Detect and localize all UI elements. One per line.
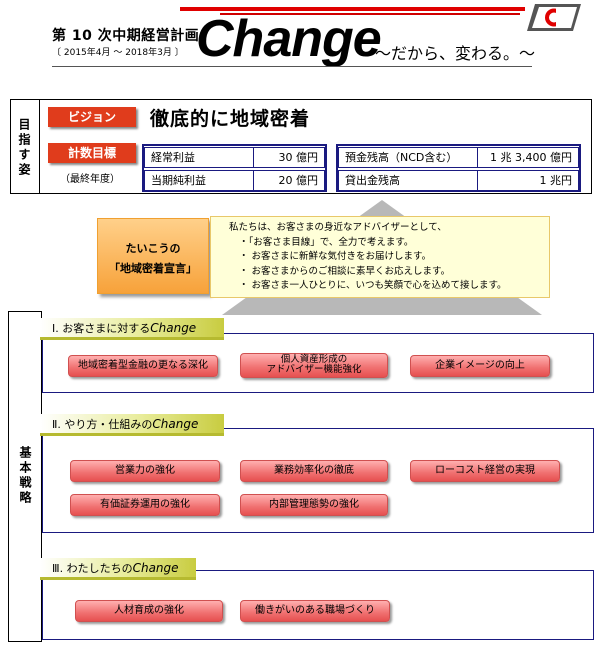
target-label: 当期純利益 bbox=[145, 171, 254, 190]
target-label: 預金残高（NCD含む） bbox=[339, 148, 478, 167]
strategy-item: 内部管理態勢の強化 bbox=[240, 494, 388, 516]
declaration-tag-line: たいこうの bbox=[125, 242, 181, 255]
strategy-item: 個人資産形成の アドバイザー機能強化 bbox=[240, 353, 388, 378]
target-value: 20 億円 bbox=[278, 174, 319, 187]
declaration-item: ・ お客さま一人ひとりに、いつも笑顔で心を込めて接します。 bbox=[239, 280, 507, 291]
plan-period: 〔 2015年4月 ～ 2018年3月 〕 bbox=[52, 48, 184, 58]
target-label: 経常利益 bbox=[145, 148, 254, 167]
vision-text: 徹底的に地域密着 bbox=[150, 108, 311, 130]
strategy-label-column bbox=[8, 311, 42, 642]
declaration-box: 私たちは、お客さまの身近なアドバイザーとして、 ・「お客さま目線」で、全力で考え… bbox=[210, 216, 550, 298]
strategy-item: 業務効率化の徹底 bbox=[240, 460, 388, 482]
target-value: 1 兆円 bbox=[539, 174, 573, 187]
change-logotype: Change bbox=[196, 10, 382, 68]
bank-logo-icon bbox=[527, 4, 581, 31]
target-row: 預金残高（NCD含む） 1 兆 3,400 億円 bbox=[338, 147, 579, 168]
declaration-item: ・ お客さまに新鮮な気付きをお届けします。 bbox=[239, 251, 432, 262]
goals-section-label: 目指す姿 bbox=[17, 118, 31, 178]
header-underline bbox=[52, 66, 532, 67]
strategy-item: 営業力の強化 bbox=[70, 460, 220, 482]
target-label: 貸出金残高 bbox=[339, 171, 478, 190]
plan-title: 第 10 次中期経営計画 bbox=[52, 28, 200, 44]
header-red-bar-thin bbox=[220, 13, 520, 15]
target-row: 当期純利益 20 億円 bbox=[144, 170, 325, 191]
target-row: 経常利益 30 億円 bbox=[144, 147, 325, 168]
strategy-group-methods bbox=[42, 428, 594, 533]
strategy-item-line: アドバイザー機能強化 bbox=[266, 364, 362, 375]
declaration-head: 私たちは、お客さまの身近なアドバイザーとして、 bbox=[229, 222, 447, 233]
declaration-tag: たいこうの 「地域密着宣言」 bbox=[97, 218, 209, 294]
declaration-item: ・「お客さま目線」で、全力で考えます。 bbox=[239, 236, 414, 248]
heading-en: Change bbox=[152, 417, 199, 431]
goals-frame bbox=[10, 99, 592, 194]
heading-en: Change bbox=[132, 561, 179, 575]
vision-tag: ビジョン bbox=[48, 107, 136, 127]
strategy-item: ローコスト経営の実現 bbox=[410, 460, 560, 482]
strategy-group-customer bbox=[42, 333, 594, 393]
heading-jp: Ⅲ. わたしたちの bbox=[52, 562, 133, 575]
strategy-item: 企業イメージの向上 bbox=[410, 355, 550, 377]
goals-label-column bbox=[10, 99, 40, 194]
header-red-bar bbox=[180, 7, 525, 11]
target-value: 1 兆 3,400 億円 bbox=[490, 151, 572, 164]
target-value: 30 億円 bbox=[278, 151, 319, 164]
strategy-item: 地域密着型金融の更なる深化 bbox=[68, 355, 218, 377]
strategy-section-label: 基本戦略 bbox=[18, 446, 32, 506]
strategy-item: 有価証券運用の強化 bbox=[70, 494, 220, 516]
target-note: （最終年度） bbox=[60, 174, 120, 185]
strategy-item: 人材育成の強化 bbox=[75, 600, 223, 622]
strategy-item: 働きがいのある職場づくり bbox=[240, 600, 390, 622]
declaration-item: ・ お客さまからのご相談に素早くお応えします。 bbox=[239, 265, 451, 277]
change-subtitle: ～だから、変わる。～ bbox=[375, 44, 536, 63]
target-tag: 計数目標 bbox=[48, 143, 136, 163]
target-row: 貸出金残高 1 兆円 bbox=[338, 170, 579, 191]
heading-jp: Ⅰ. お客さまに対する bbox=[52, 322, 151, 335]
profit-targets-box: 経常利益 30 億円 当期純利益 20 億円 bbox=[142, 144, 327, 192]
strategy-group-people bbox=[42, 570, 594, 640]
balance-targets-box: 預金残高（NCD含む） 1 兆 3,400 億円 貸出金残高 1 兆円 bbox=[336, 144, 581, 192]
strategy-heading: Ⅲ. わたしたちのChange bbox=[40, 558, 196, 580]
declaration-tag-line: 「地域密着宣言」 bbox=[109, 262, 197, 275]
strategy-heading: Ⅱ. やり方・仕組みのChange bbox=[40, 414, 224, 436]
heading-en: Change bbox=[150, 321, 197, 335]
strategy-item-line: 個人資産形成の bbox=[280, 354, 348, 365]
strategy-heading: Ⅰ. お客さまに対するChange bbox=[40, 318, 224, 340]
heading-jp: Ⅱ. やり方・仕組みの bbox=[52, 418, 153, 431]
